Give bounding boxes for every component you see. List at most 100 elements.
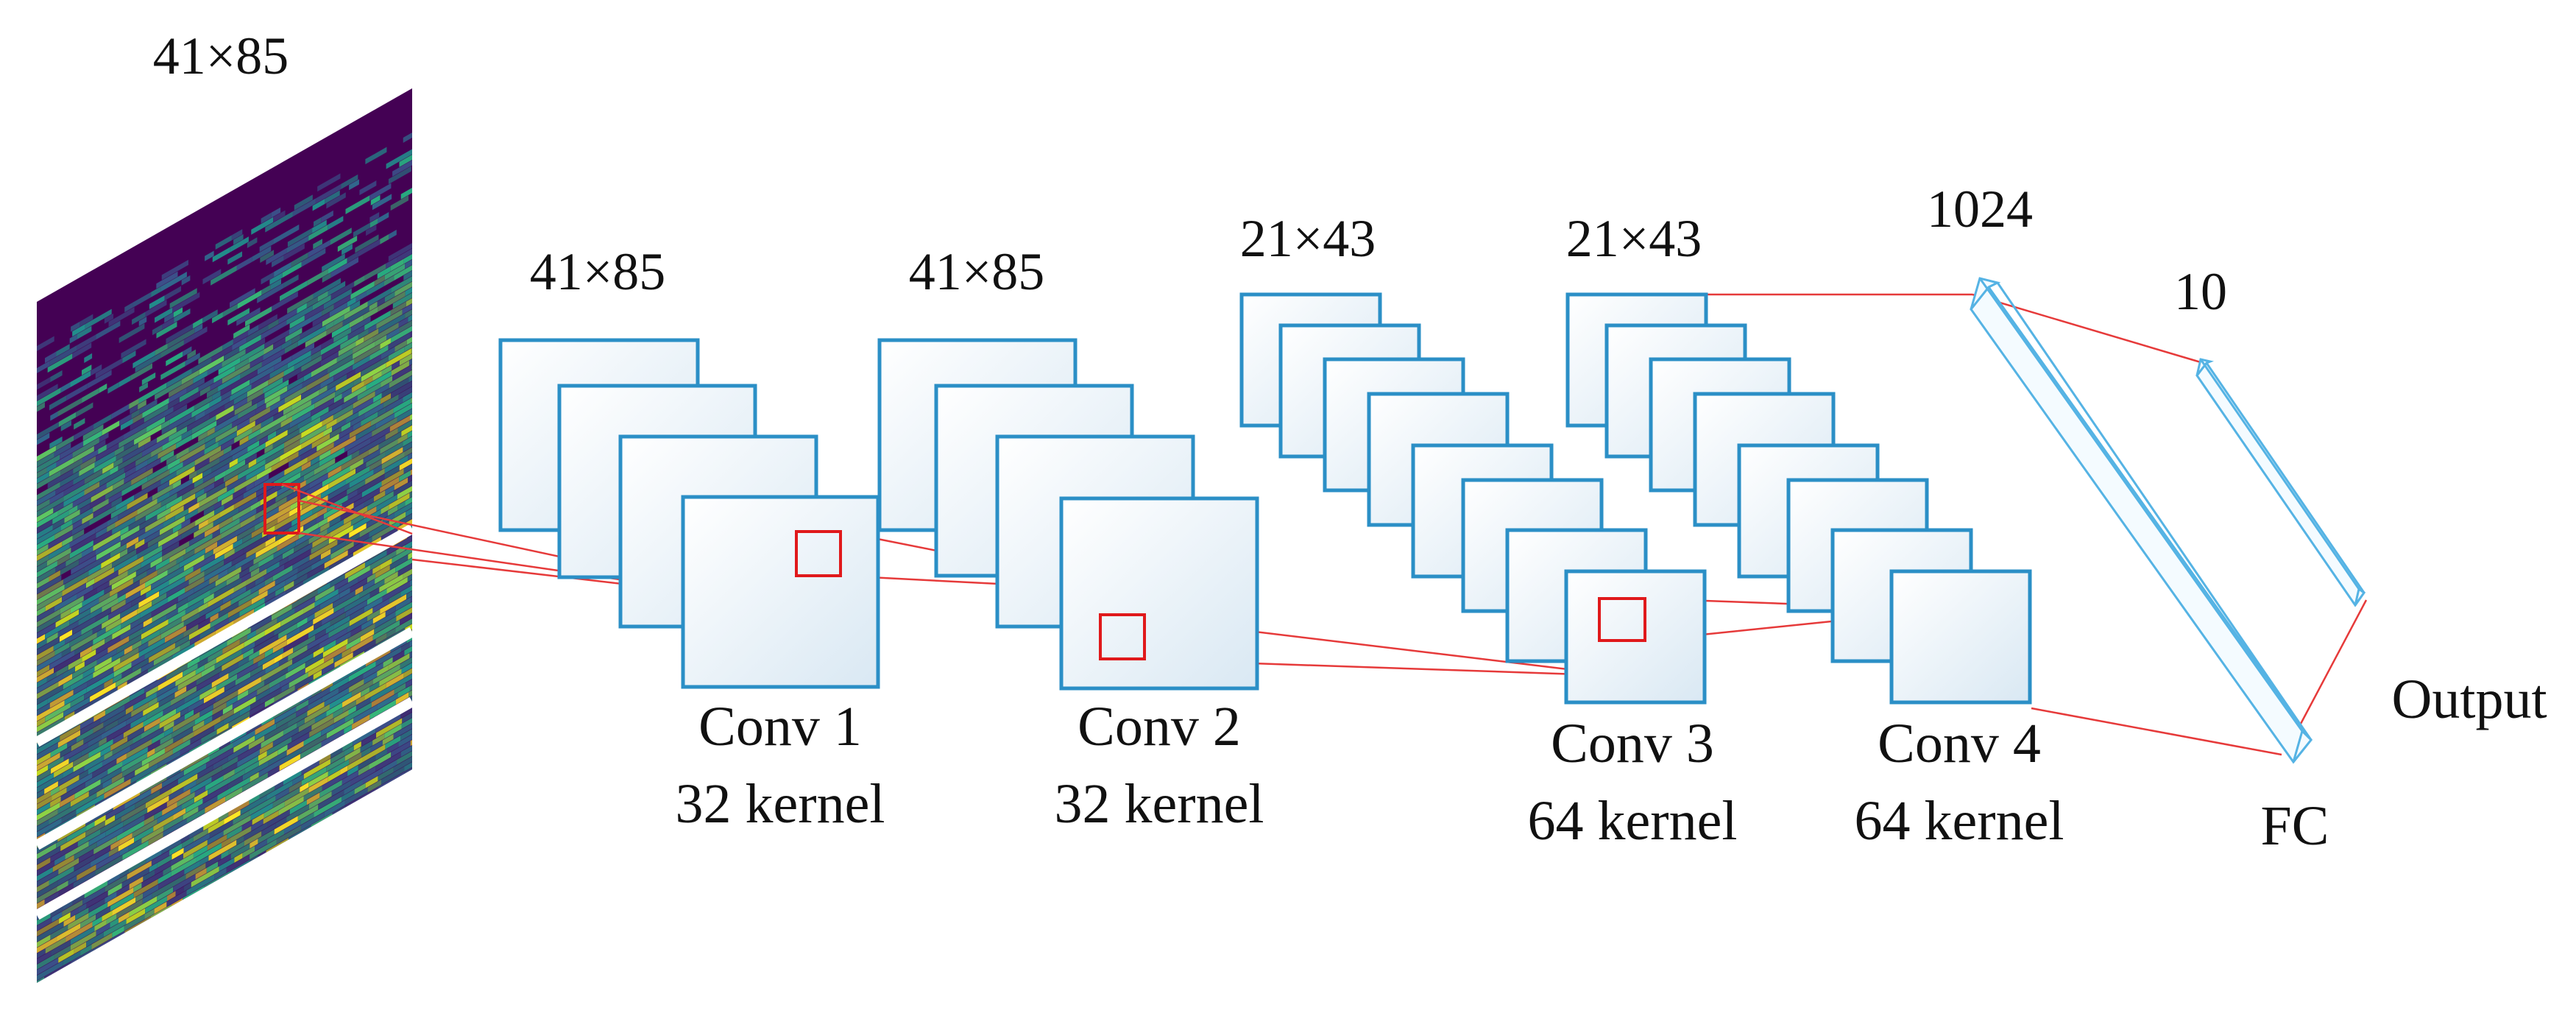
- spectrogram-cell: [122, 814, 145, 833]
- spectrogram-cell: [242, 533, 252, 544]
- spectrogram-cell: [370, 426, 390, 443]
- spectrogram-cell: [289, 800, 307, 815]
- spectrogram-cell: [204, 657, 216, 671]
- spectrogram-cell: [233, 331, 249, 345]
- spectrogram-cell: [138, 317, 147, 327]
- spectrogram-cell: [239, 334, 261, 353]
- spectrogram-cell: [202, 309, 218, 324]
- spectrogram-cell: [175, 669, 196, 687]
- spectrogram-cell: [241, 572, 251, 583]
- spectrogram-cell: [404, 331, 412, 352]
- spectrogram-cell: [350, 281, 375, 300]
- spectrogram-cell: [289, 780, 302, 794]
- spectrogram-cell: [392, 650, 405, 663]
- spectrogram-cell: [37, 684, 63, 705]
- spectrogram-cell: [49, 570, 60, 582]
- spectrogram-cell: [156, 271, 178, 289]
- spectrogram-cell: [111, 772, 123, 784]
- spectrogram-cell: [333, 403, 353, 420]
- spectrogram-cell: [75, 402, 93, 417]
- spectrogram-cell: [102, 613, 121, 629]
- spectrogram-cell: [393, 398, 411, 414]
- spectrogram-cell: [236, 835, 244, 845]
- spectrogram-cell: [252, 393, 265, 406]
- spectrogram-cell: [408, 346, 412, 366]
- spectrogram-cell: [302, 766, 327, 786]
- spectrogram-cell: [37, 422, 59, 440]
- spectrogram-cell: [311, 311, 322, 322]
- spectrogram-cell: [287, 424, 298, 435]
- spectrogram-cell: [389, 367, 412, 389]
- spectrogram-cell: [84, 552, 111, 573]
- spectrogram-cell: [250, 802, 273, 821]
- spectrogram-cell: [37, 454, 60, 473]
- spectrogram-cell: [392, 364, 412, 381]
- spectrogram-cell: [111, 649, 124, 663]
- spectrogram-cell: [121, 609, 138, 624]
- spectrogram-cell: [354, 502, 364, 513]
- spectrogram-cell: [98, 444, 107, 455]
- spectrogram-cell: [66, 922, 93, 942]
- spectrogram-cell: [157, 559, 177, 576]
- spectrogram-cell: [329, 359, 355, 378]
- spectrogram-cell: [205, 396, 230, 416]
- spectrogram-cell: [385, 605, 396, 617]
- spectrogram-cell: [400, 585, 411, 597]
- spectrogram-cell: [365, 468, 385, 485]
- spectrogram-cell: [120, 622, 144, 641]
- spectrogram-cell: [326, 718, 354, 739]
- spectrogram-cell: [368, 444, 379, 456]
- spectrogram-cell: [322, 414, 333, 426]
- spectrogram-cell: [145, 895, 168, 914]
- spectrogram-cell: [347, 369, 355, 380]
- spectrogram-cell: [189, 825, 204, 839]
- spectrogram-cell: [360, 740, 373, 753]
- spectrogram-cell: [373, 663, 400, 685]
- spectrogram-cell: [187, 349, 196, 360]
- spectrogram-cell: [124, 461, 136, 473]
- spectrogram-cell: [284, 433, 302, 448]
- spectrogram-cell: [397, 749, 412, 765]
- spectrogram-cell: [342, 395, 358, 410]
- spectrogram-cell: [381, 451, 405, 470]
- spectrogram-cell: [143, 884, 159, 899]
- spectrogram-cell: [161, 838, 181, 855]
- spectrogram-cell: [145, 300, 167, 317]
- spectrogram-cell: [160, 515, 185, 535]
- spectrogram-cell: [278, 526, 304, 546]
- spectrogram-cell: [182, 490, 191, 501]
- spectrogram-cell: [204, 686, 224, 704]
- spectrogram-cell: [141, 551, 163, 568]
- spectrogram-cell: [254, 473, 269, 487]
- spectrogram-cell: [37, 490, 56, 506]
- spectrogram-cell: [272, 291, 298, 311]
- spectrogram-cell: [241, 772, 268, 792]
- spectrogram-cell: [341, 789, 355, 802]
- spectrogram-cell: [80, 944, 92, 956]
- spectrogram-cell: [276, 825, 302, 844]
- spectrogram-cell: [277, 607, 295, 624]
- spectrogram-cell: [240, 361, 262, 379]
- spectrogram-cell: [249, 795, 276, 816]
- spectrogram-cell: [167, 328, 195, 349]
- spectrogram-cell: [37, 377, 51, 390]
- spectrogram-cell: [199, 519, 208, 530]
- spectrogram-cell: [330, 227, 352, 245]
- spectrogram-cell: [153, 815, 174, 832]
- spectrogram-cell: [145, 788, 171, 808]
- spectrogram-cell: [298, 718, 315, 733]
- spectrogram-cell: [234, 400, 252, 416]
- spectrogram-cell: [369, 752, 392, 770]
- spectrogram-cell: [144, 675, 166, 694]
- spectrogram-cell: [359, 579, 385, 599]
- spectrogram-cell: [383, 657, 393, 668]
- feature-map: [1889, 569, 2032, 705]
- spectrogram-cell: [52, 787, 67, 802]
- spectrogram-cell: [169, 462, 183, 475]
- spectrogram-cell: [400, 656, 412, 669]
- spectrogram-cell: [37, 667, 54, 682]
- spectrogram-cell: [209, 742, 233, 761]
- spectrogram-cell: [378, 406, 386, 417]
- conv2-dim-label: 41×85: [909, 242, 1045, 301]
- spectrogram-cell: [252, 813, 264, 825]
